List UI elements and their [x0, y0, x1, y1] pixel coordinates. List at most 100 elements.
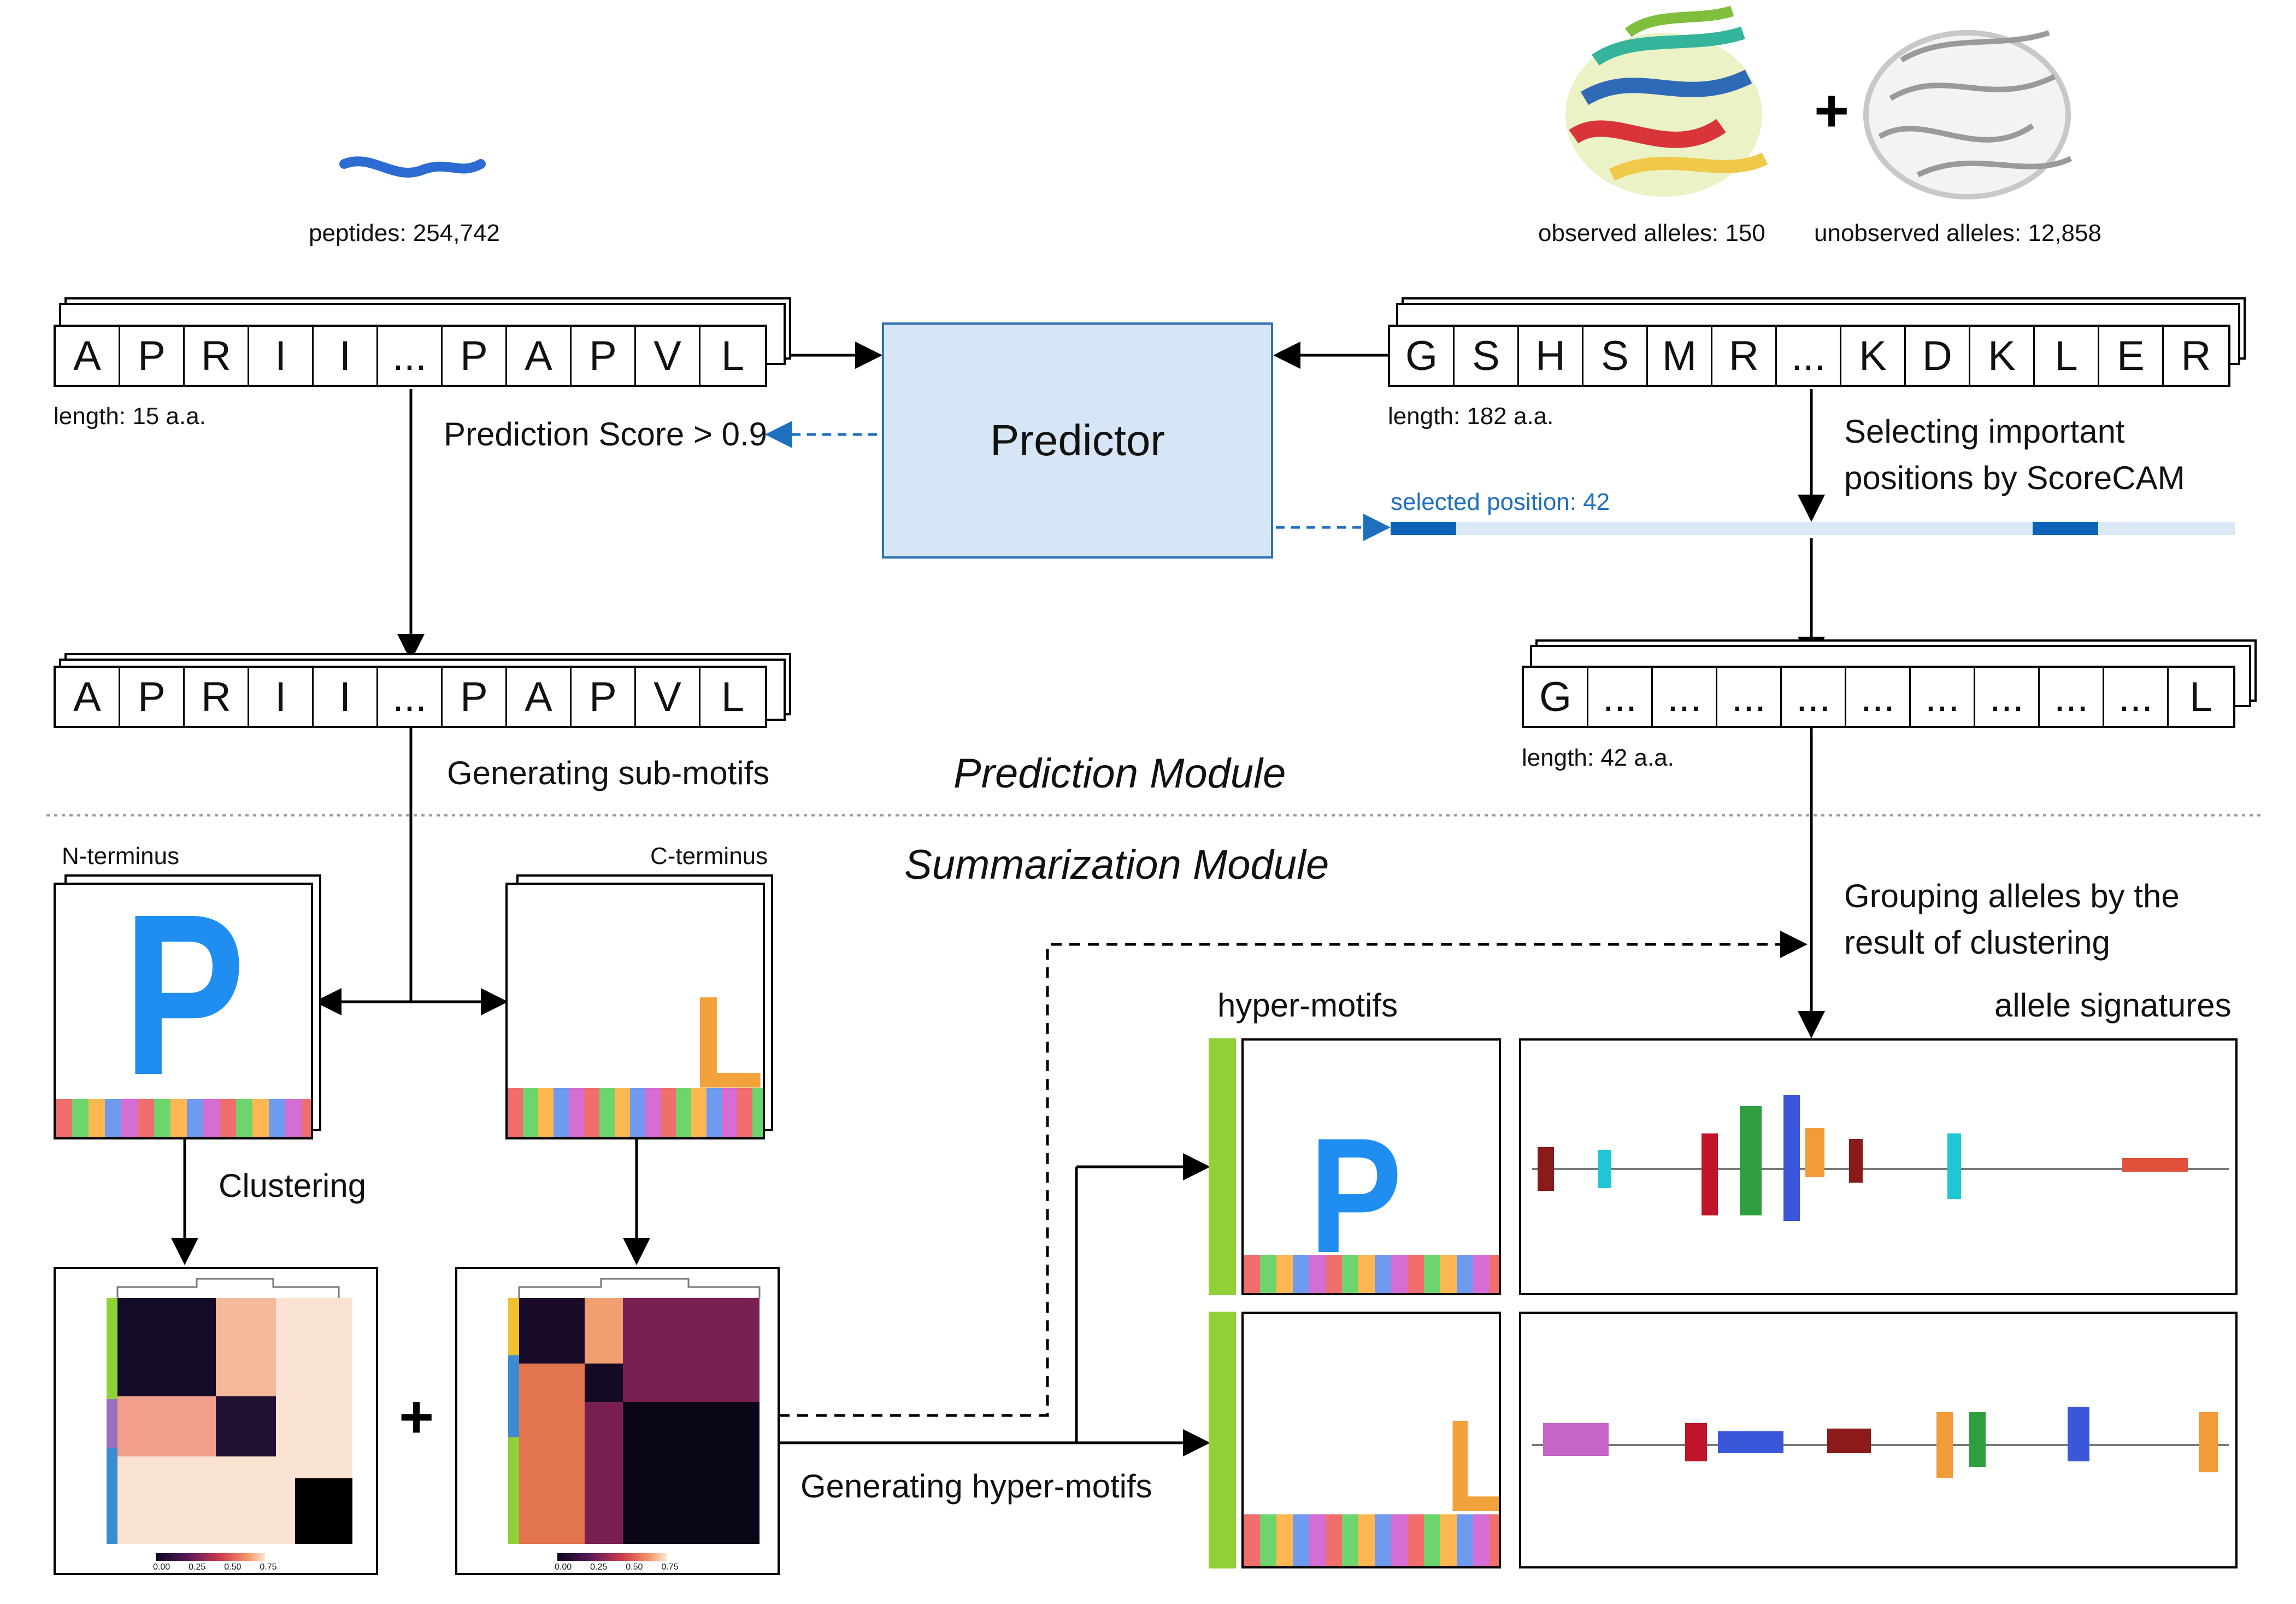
position-highlight-1 — [1391, 522, 1456, 535]
hyper-1-minor-letters — [1244, 1255, 1499, 1293]
c-logo-minor-letters — [508, 1088, 763, 1137]
grouping-label-line2: result of clustering — [1844, 924, 2110, 961]
allele-signatures-title: allele signatures — [1994, 987, 2232, 1024]
predictor-box: Predictor — [882, 322, 1273, 559]
allele-cell: M — [1648, 327, 1712, 385]
pep-cell: ... — [378, 327, 443, 385]
observed-allele-structure-icon — [1565, 5, 1768, 197]
selected-length-label: length: 42 a.a. — [1522, 744, 1674, 771]
scorecam-label-line2: positions by ScoreCAM — [1844, 460, 2185, 496]
sel-cell: ... — [1717, 668, 1782, 726]
sel-cell: ... — [1653, 668, 1717, 726]
sub-cell: P — [443, 668, 507, 726]
clustering-label: Clustering — [219, 1167, 367, 1204]
sub-cell: L — [721, 673, 745, 720]
colorbar-tick: 0.25 — [590, 1562, 608, 1572]
sub-cell: R — [185, 668, 249, 726]
grouping-label-line1: Grouping alleles by the — [1844, 878, 2180, 914]
sub-cell: I — [314, 668, 378, 726]
n-terminus-logo: P — [54, 883, 313, 1139]
colorbar-tick: 0.75 — [260, 1562, 277, 1572]
sub-cell: I — [249, 668, 314, 726]
heatmap-c-terminus — [455, 1267, 780, 1575]
n-terminus-label: N-terminus — [62, 843, 180, 869]
plus-structures: + — [1814, 77, 1849, 144]
allele-signature-2-graphic — [1532, 1407, 2229, 1478]
hyper-motifs-title: hyper-motifs — [1217, 987, 1398, 1024]
allele-cell: K — [1841, 327, 1906, 385]
hyper-motif-1-logo: P — [1241, 1038, 1501, 1295]
sel-cell: ... — [2040, 668, 2104, 726]
selected-sequence: G........................... L — [1522, 666, 2235, 728]
colorbar-tick: 0.00 — [153, 1562, 170, 1572]
pep-cell: P — [572, 327, 636, 385]
selected-position-label: selected position: 42 — [1391, 489, 1610, 515]
colorbar-tick: 0.00 — [555, 1562, 572, 1572]
peptide-length-label: length: 15 a.a. — [54, 403, 206, 430]
allele-length-label: length: 182 a.a. — [1388, 403, 1554, 430]
pep-cell: L — [721, 332, 745, 379]
c-terminus-logo: L — [505, 883, 765, 1139]
colorbar-tick: 0.50 — [626, 1562, 643, 1572]
sel-cell: ... — [1588, 668, 1653, 726]
observed-alleles-label: observed alleles: 150 — [1538, 220, 1765, 246]
sub-cell: P — [120, 668, 185, 726]
sub-cell: A — [56, 668, 120, 726]
peptides-count-label: peptides: 254,742 — [309, 220, 500, 246]
colorbar-ticks-1: 0.00 0.25 0.50 0.75 — [153, 1563, 277, 1572]
allele-cell: L — [2035, 327, 2099, 385]
hyper-motif-2-logo: L — [1241, 1312, 1501, 1568]
allele-cell: D — [1906, 327, 1970, 385]
prediction-module-title: Prediction Module — [953, 750, 1286, 797]
allele-cell: S — [1455, 327, 1519, 385]
pep-cell: I — [314, 327, 378, 385]
allele-cell: R — [1712, 327, 1777, 385]
predictor-label: Predictor — [990, 416, 1165, 465]
sel-cell: ... — [2104, 668, 2169, 726]
sub-cell: ... — [378, 668, 443, 726]
sel-cell: ... — [1782, 668, 1846, 726]
sel-cell: ... — [1911, 668, 1975, 726]
n-logo-minor-letters — [56, 1099, 311, 1137]
allele-cell: E — [2099, 327, 2164, 385]
colorbar-tick: 0.50 — [224, 1562, 242, 1572]
allele-cell: H — [1519, 327, 1583, 385]
pep-cell: A — [56, 327, 120, 385]
colorbar-ticks-2: 0.00 0.25 0.50 0.75 — [555, 1563, 679, 1572]
plus-heatmaps: + — [399, 1383, 434, 1450]
pep-cell: I — [249, 327, 314, 385]
position-importance-bar — [1391, 522, 2235, 535]
allele-signature-1-graphic — [1532, 1095, 2229, 1221]
generating-hypermotifs-label: Generating hyper-motifs — [800, 1468, 1152, 1505]
pep-cell: R — [185, 327, 249, 385]
sub-cell: P — [572, 668, 636, 726]
colorbar-tick: 0.75 — [661, 1562, 679, 1572]
sel-cell: G — [1524, 668, 1588, 726]
hyper-motif-2-group-bar — [1209, 1312, 1236, 1568]
n-logo-main-letter: P — [123, 883, 246, 1123]
scorecam-label-line1: Selecting important — [1844, 413, 2125, 450]
allele-cell: K — [1970, 327, 2035, 385]
prediction-score-label: Prediction Score > 0.9 — [444, 416, 768, 453]
allele-cell: ... — [1777, 327, 1841, 385]
hyper-2-minor-letters — [1244, 1514, 1499, 1566]
unobserved-alleles-label: unobserved alleles: 12,858 — [1814, 220, 2101, 246]
hyper-motif-1-group-bar — [1209, 1038, 1236, 1295]
allele-cell: G — [1390, 327, 1455, 385]
sel-cell: ... — [1975, 668, 2040, 726]
allele-cell: S — [1583, 327, 1648, 385]
colorbar-tick: 0.25 — [189, 1562, 206, 1572]
sel-cell: ... — [1846, 668, 1911, 726]
unobserved-allele-structure-icon — [1863, 30, 2073, 199]
sel-cell: L — [2189, 673, 2213, 720]
allele-signature-1 — [1519, 1038, 2238, 1295]
allele-cell: R — [2181, 332, 2211, 379]
generating-submotifs-label: Generating sub-motifs — [447, 755, 770, 791]
sub-cell: V — [636, 668, 700, 726]
position-highlight-2 — [2033, 522, 2098, 535]
peptide-structure-icon — [339, 156, 486, 178]
summarization-module-title: Summarization Module — [904, 842, 1329, 888]
